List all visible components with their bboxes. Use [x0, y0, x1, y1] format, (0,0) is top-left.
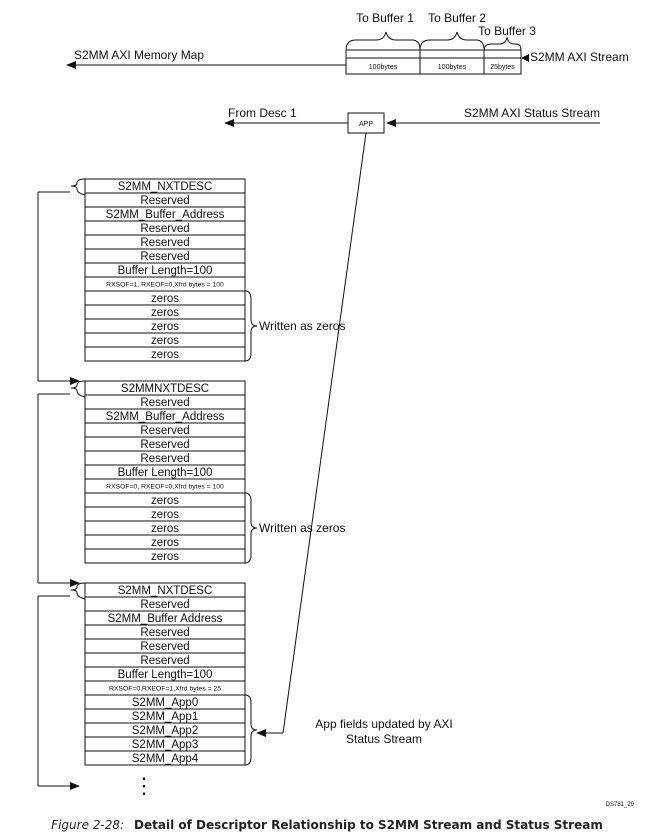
- buffer-1-brace: [345, 31, 421, 51]
- descriptor-2: S2MMNXTDESCReservedS2MM_Buffer_AddressRe…: [70, 380, 345, 564]
- chain-2-arrowhead: [70, 579, 80, 587]
- descriptor-row-label: zeros: [151, 509, 179, 521]
- app-fields-note-line: App fields updated by AXI: [315, 717, 452, 731]
- descriptor-row-label: Reserved: [140, 439, 189, 451]
- descriptor-row-label: Reserved: [140, 655, 189, 667]
- descriptor-row-label: S2MMNXTDESC: [121, 383, 209, 395]
- descriptor-chain-lines: [37, 191, 80, 790]
- descriptor-row-label: Reserved: [140, 599, 189, 611]
- descriptor-row-label: S2MM_Buffer Address: [108, 613, 223, 625]
- memory-map-label: S2MM AXI Memory Map: [74, 48, 204, 62]
- descriptor-row-cell: [84, 548, 246, 564]
- caption-number: Figure 2-28:: [51, 818, 124, 832]
- written-as-zeros-note: Written as zeros: [259, 319, 345, 333]
- app-update-arrowhead: [256, 729, 266, 737]
- buffer-3-brace: [483, 36, 522, 51]
- descriptor-3-field-brace: [244, 694, 258, 766]
- descriptor-row-label: S2MM_App4: [132, 753, 199, 765]
- buffer-2-brace: [419, 31, 485, 51]
- descriptor-row-label: RXSOF=1, RXEOF=0,Xfrd bytes = 100: [106, 282, 224, 289]
- more-descriptors-indicator: ⋮: [133, 773, 155, 798]
- descriptor-row-label: Buffer Length=100: [118, 669, 213, 681]
- descriptor-row-label: zeros: [151, 307, 179, 319]
- descriptor-2-field-brace: [244, 492, 258, 564]
- segment-2-box: [419, 49, 485, 75]
- buffer-stream-group: To Buffer 1 To Buffer 2 To Buffer 3 100b…: [66, 11, 629, 75]
- descriptor-row-label: Reserved: [140, 641, 189, 653]
- descriptor-row-label: S2MM_App0: [132, 697, 198, 709]
- app-label: APP: [359, 121, 373, 128]
- descriptor-row-label: Reserved: [140, 195, 189, 207]
- app-update-line: [282, 132, 367, 734]
- descriptor-row-label: Reserved: [140, 453, 189, 465]
- descriptor-1: S2MM_NXTDESCReservedS2MM_Buffer_AddressR…: [70, 178, 345, 362]
- descriptor-row-cell: [84, 346, 246, 362]
- descriptor-row-label: Reserved: [140, 425, 189, 437]
- descriptor-row-label: RXSOF=0,RXEOF=1,Xfrd bytes = 25: [109, 686, 221, 693]
- descriptor-1-field-brace: [244, 290, 258, 362]
- descriptor-row-label: Reserved: [140, 223, 189, 235]
- from-desc-arrowhead: [224, 119, 234, 127]
- buffer-1-label: To Buffer 1: [356, 11, 414, 25]
- app-fields-note-line: Status Stream: [346, 732, 422, 746]
- descriptor-row-label: S2MM_Buffer_Address: [106, 209, 225, 221]
- descriptor-row-label: Buffer Length=100: [118, 467, 213, 479]
- descriptor-row-label: zeros: [151, 349, 179, 361]
- descriptor-row-label: RXSOF=0, RXEOF=0,Xfrd bytes = 100: [106, 484, 224, 491]
- buffer-3-label: To Buffer 3: [478, 24, 536, 38]
- segment-3-label: 25bytes: [490, 64, 515, 71]
- memory-map-arrowhead: [66, 61, 76, 69]
- descriptor-row-label: zeros: [151, 537, 179, 549]
- segment-3-box: [483, 49, 522, 75]
- descriptor-row-label: zeros: [151, 551, 179, 563]
- descriptor-1-pointer-brace: [70, 178, 86, 196]
- stream-label: S2MM AXI Stream: [530, 50, 629, 64]
- segment-2-label: 100bytes: [438, 64, 467, 71]
- descriptor-3-pointer-brace: [70, 582, 86, 600]
- stream-arrowhead: [521, 54, 529, 62]
- chain-3-arrowhead: [70, 782, 80, 790]
- chain-1-arrowhead: [70, 377, 80, 385]
- status-stream-arrowhead: [386, 119, 396, 127]
- buffer-2-label: To Buffer 2: [428, 11, 486, 25]
- segment-1-label: 100bytes: [369, 64, 398, 71]
- status-stream-label: S2MM AXI Status Stream: [464, 106, 600, 120]
- descriptor-row-label: zeros: [151, 293, 179, 305]
- segment-1-box: [345, 49, 421, 75]
- descriptor-row-label: Reserved: [140, 237, 189, 249]
- descriptor-row-label: Reserved: [140, 251, 189, 263]
- descriptor-row-label: S2MM_App1: [132, 711, 198, 723]
- from-desc-label: From Desc 1: [228, 106, 297, 120]
- caption-title: Detail of Descriptor Relationship to S2M…: [134, 818, 603, 832]
- descriptor-row-label: Reserved: [140, 627, 189, 639]
- written-as-zeros-note: Written as zeros: [259, 521, 345, 535]
- descriptor-row-label: Buffer Length=100: [118, 265, 213, 277]
- descriptor-row-label: Reserved: [140, 397, 189, 409]
- descriptor-row-label: zeros: [151, 523, 179, 535]
- descriptor-row-label: zeros: [151, 321, 179, 333]
- descriptor-row-label: S2MM_Buffer_Address: [106, 411, 225, 423]
- descriptor-row-label: S2MM_NXTDESC: [118, 181, 213, 193]
- descriptor-2-pointer-brace: [70, 380, 86, 398]
- descriptor-tables: S2MM_NXTDESCReservedS2MM_Buffer_AddressR…: [70, 178, 453, 766]
- figure-caption: Figure 2-28: Detail of Descriptor Relati…: [51, 816, 603, 833]
- descriptor-row-label: zeros: [151, 495, 179, 507]
- status-stream-group: From Desc 1 APP S2MM AXI Status Stream: [224, 106, 600, 737]
- descriptor-row-cell: [84, 750, 246, 766]
- descriptor-row-label: zeros: [151, 335, 179, 347]
- descriptor-row-label: S2MM_App3: [132, 739, 198, 751]
- figure-id: DS781_29: [606, 802, 635, 808]
- descriptor-row-label: S2MM_NXTDESC: [118, 585, 213, 597]
- descriptor-row-label: S2MM_App2: [132, 725, 198, 737]
